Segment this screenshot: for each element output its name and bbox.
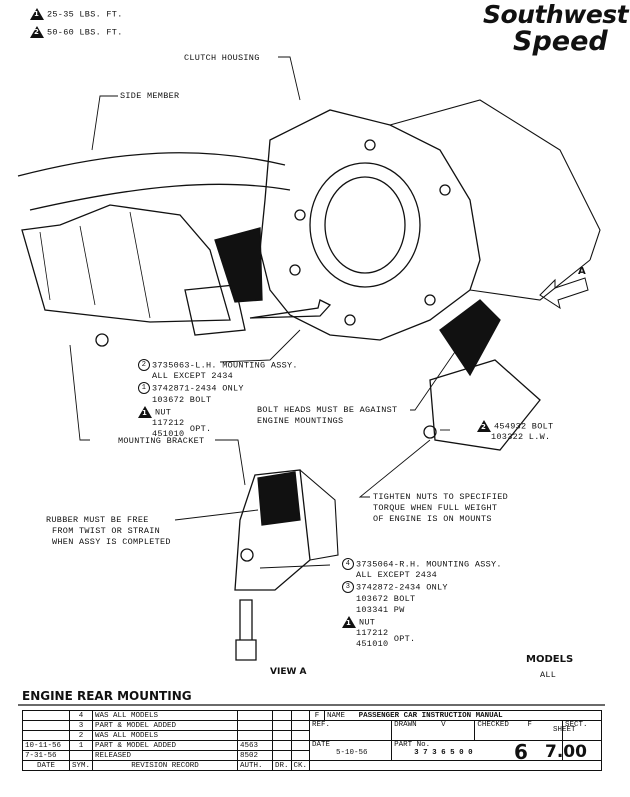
section-title: ENGINE REAR MOUNTING bbox=[22, 689, 192, 703]
rh-opt: OPT. bbox=[393, 633, 416, 644]
sheet-header: SHEET bbox=[553, 726, 576, 734]
leader-tighten bbox=[358, 439, 431, 498]
view-a-nut bbox=[240, 548, 254, 562]
rubber-note: RUBBER MUST BE FREE FROM TWIST OR STRAIN… bbox=[46, 515, 171, 547]
housing-bolt-hole bbox=[424, 294, 436, 306]
side-member-label: SIDE MEMBER bbox=[120, 91, 180, 101]
revision-row: 4 WAS ALL MODELS F NAME PASSENGER CAR IN… bbox=[22, 710, 602, 721]
housing-bolt-hole bbox=[364, 139, 376, 151]
revision-row: 3 PART & MODEL ADDED REF. DRAWN V CHECKE… bbox=[22, 720, 602, 741]
clutch-housing-label: CLUTCH HOUSING bbox=[184, 53, 260, 63]
brand-logo-line2: Speed bbox=[513, 26, 608, 57]
leader-lh bbox=[219, 329, 301, 363]
torque-legend-1-text: 25-35 LBS. FT. bbox=[47, 9, 123, 20]
sect-value: 6 bbox=[514, 740, 528, 764]
mounting-bracket-label: MOUNTING BRACKET bbox=[118, 436, 205, 446]
title-block: 4 WAS ALL MODELS F NAME PASSENGER CAR IN… bbox=[22, 710, 602, 771]
models-label: MODELS bbox=[526, 654, 574, 665]
housing-bolt-hole bbox=[294, 209, 306, 221]
sheet-value: 7.00 bbox=[545, 742, 587, 762]
side-member-web bbox=[39, 211, 151, 319]
housing-bolt-hole bbox=[344, 314, 356, 326]
side-member-outline bbox=[17, 152, 291, 323]
lh-mount bbox=[184, 284, 246, 336]
torque-legend-2-text: 50-60 LBS. FT. bbox=[47, 27, 123, 38]
leader-rubber bbox=[174, 509, 259, 521]
housing-bolt-hole bbox=[439, 184, 451, 196]
warning-triangle-icon: 1 bbox=[342, 615, 356, 628]
leader-bracket bbox=[69, 344, 246, 486]
clutch-housing-rear bbox=[389, 99, 601, 301]
rh-bracket bbox=[429, 359, 541, 451]
tighten-note: TIGHTEN NUTS TO SPECIFIED TORQUE WHEN FU… bbox=[373, 492, 509, 524]
view-a-rubber bbox=[257, 471, 301, 526]
brand-logo-line1: Southwest bbox=[483, 0, 629, 29]
clutch-housing-bore-inner bbox=[324, 176, 406, 274]
leader-rh bbox=[259, 564, 331, 569]
housing-bolt-hole bbox=[289, 264, 301, 276]
lh-mount-rubber bbox=[214, 227, 263, 303]
bolt-heads-note: BOLT HEADS MUST BE AGAINST ENGINE MOUNTI… bbox=[257, 405, 398, 426]
lh-opt: OPT. bbox=[189, 423, 212, 434]
clutch-housing-bore bbox=[309, 162, 421, 288]
warning-triangle-icon: 1 bbox=[138, 405, 152, 418]
clutch-housing-outline bbox=[259, 109, 481, 341]
rh-bolt-head bbox=[423, 425, 437, 439]
view-a-arrow-shape bbox=[539, 277, 589, 310]
arrow-a-label: A bbox=[578, 266, 586, 277]
warning-triangle-icon: 2 bbox=[30, 26, 44, 38]
lh-bolt bbox=[249, 299, 332, 319]
warning-triangle-icon: 2 bbox=[477, 420, 491, 432]
revision-header-row: DATE SYM. REVISION RECORD AUTH. DR. CK. bbox=[22, 760, 602, 771]
leader-side-member bbox=[91, 95, 118, 151]
models-value: ALL bbox=[540, 670, 557, 680]
view-a-flange bbox=[299, 469, 339, 561]
view-a-label: VIEW A bbox=[270, 667, 307, 677]
view-a-stud bbox=[235, 599, 257, 661]
warning-triangle-icon: 1 bbox=[30, 8, 44, 20]
leader-clutch bbox=[278, 56, 301, 101]
rh-mount-rubber bbox=[439, 299, 501, 377]
leader-boltheads bbox=[410, 329, 471, 411]
lh-nut bbox=[95, 333, 109, 347]
brand-logo: Southwest Speed bbox=[483, 0, 629, 57]
